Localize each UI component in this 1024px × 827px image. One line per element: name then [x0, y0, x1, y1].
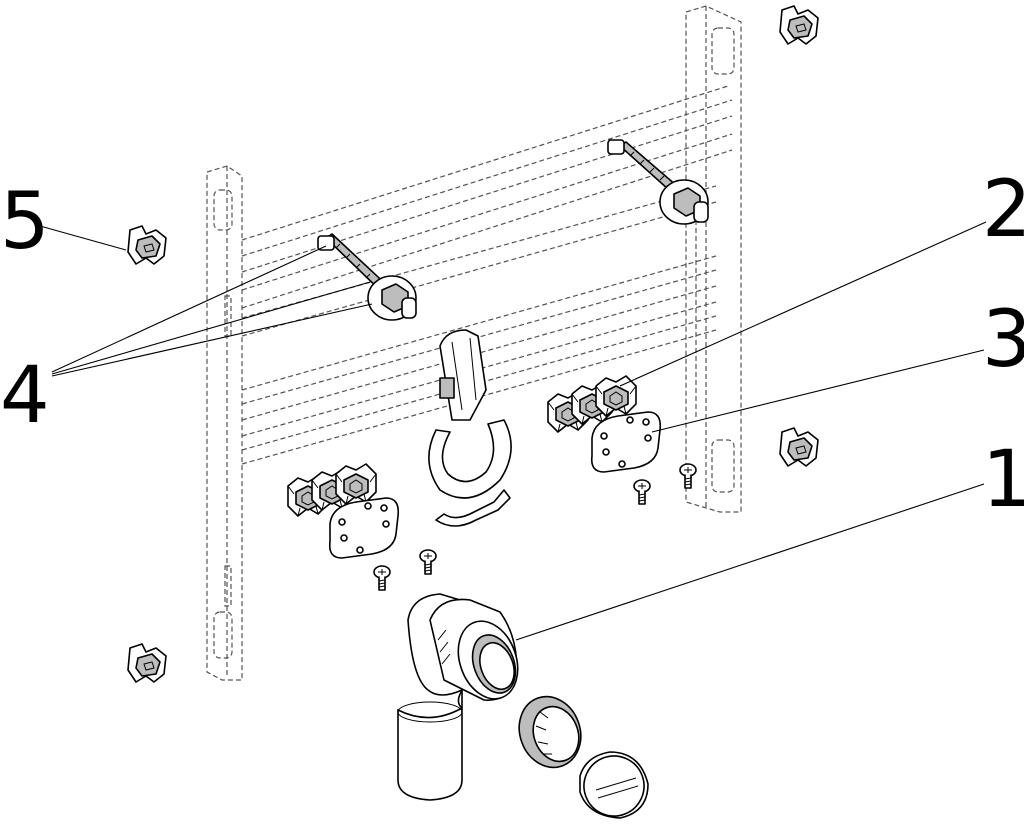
callout-4: 4: [0, 351, 50, 441]
side-clip-right: [779, 427, 819, 467]
adapter-ring: [518, 695, 582, 769]
horizontal-rails: [241, 85, 733, 465]
left-rail: [206, 165, 243, 681]
screw-right-2: [633, 479, 651, 505]
threaded-rod-right: [607, 139, 709, 225]
side-clip-top-left: [127, 225, 167, 265]
mounting-plate-right: [590, 411, 662, 473]
right-rail: [685, 5, 742, 513]
callout-5: 5: [0, 177, 50, 267]
callout-3: 3: [982, 295, 1024, 385]
pipe-bracket: [428, 329, 512, 527]
screw-left-2: [373, 565, 391, 591]
leader-lines: [39, 221, 987, 641]
end-cap: [579, 751, 649, 819]
callout-2: 2: [982, 165, 1024, 255]
drain-elbow: [397, 593, 519, 801]
screw-left-1: [419, 549, 437, 575]
screw-right-1: [679, 463, 697, 489]
threaded-rod-left: [317, 233, 417, 321]
mounting-plate-left: [328, 497, 400, 559]
side-clip-top-right: [779, 5, 819, 45]
callout-1: 1: [982, 435, 1024, 525]
side-clip-bottom-left: [127, 643, 167, 683]
